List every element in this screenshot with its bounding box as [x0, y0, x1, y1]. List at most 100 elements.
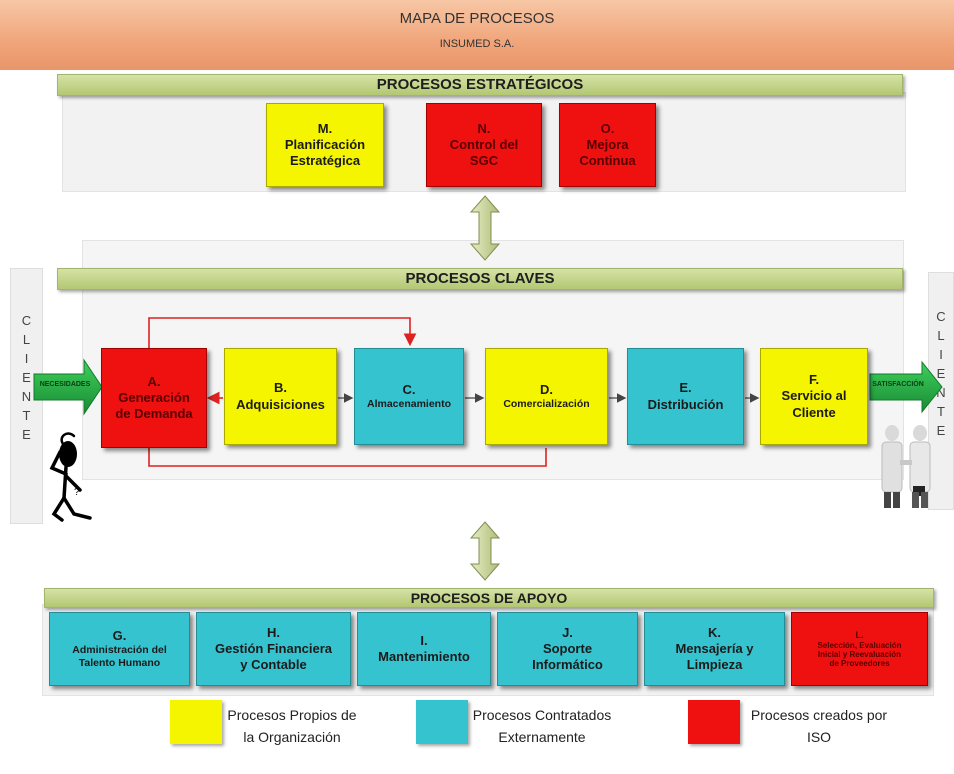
key-title-bar: PROCESOS CLAVES: [57, 268, 903, 290]
process-name-line: y Contable: [240, 657, 307, 673]
process-box-k: K. Mensajería y Limpieza: [644, 612, 785, 686]
output-arrow: [869, 360, 943, 414]
strategic-title-bar: PROCESOS ESTRATÉGICOS: [57, 74, 903, 96]
process-letter: E.: [679, 380, 692, 396]
process-box-b: B. Adquisiciones: [224, 348, 337, 445]
process-name-line: Mensajería y: [675, 640, 754, 656]
process-letter: G.: [112, 627, 127, 643]
process-name-line: Selección, Evaluación: [817, 640, 902, 650]
process-letter: N.: [477, 120, 491, 136]
legend-label-own: Procesos Propios de la Organización: [212, 704, 372, 748]
legend-swatch-cyan: [416, 700, 468, 744]
process-letter: A.: [147, 373, 161, 389]
process-letter: B.: [274, 380, 287, 396]
process-letter: D.: [540, 381, 553, 397]
legend-line: la Organización: [243, 729, 341, 745]
client-letter: C: [936, 309, 946, 324]
process-name-line: Control del: [449, 136, 519, 152]
client-letter: T: [937, 404, 945, 419]
process-name-line: Mantenimiento: [378, 649, 470, 664]
input-label: NECESIDADES: [39, 381, 91, 388]
client-letter: N: [21, 389, 32, 404]
process-letter: C.: [402, 381, 416, 397]
process-box-l: L. Selección, Evaluación Inicial y Reeva…: [791, 612, 928, 686]
client-letter: T: [22, 408, 31, 423]
process-name-line: SGC: [469, 153, 499, 169]
legend-line: Procesos Propios de: [227, 707, 357, 723]
process-letter: L.: [855, 629, 864, 640]
process-letter: J.: [562, 624, 573, 640]
legend-line: ISO: [806, 729, 832, 745]
process-box-f: F. Servicio al Cliente: [760, 348, 868, 445]
legend-label-iso: Procesos creados por ISO: [734, 704, 904, 748]
thinking-person-illustration: [49, 432, 92, 522]
process-name-line: Soporte: [542, 640, 593, 656]
process-name-line: Distribución: [647, 396, 724, 412]
process-name-line: de Demanda: [115, 406, 193, 422]
process-letter: H.: [267, 624, 280, 640]
process-name-line: de Proveedores: [829, 659, 890, 669]
client-letter: E: [936, 366, 946, 381]
process-name-line: Servicio al: [781, 388, 847, 404]
process-name-line: Administración del: [72, 644, 167, 656]
process-name-line: Inicial y Reevaluación: [817, 650, 902, 660]
client-letter: L: [937, 328, 945, 343]
client-letter: E: [936, 423, 946, 438]
process-name-line: Informático: [532, 657, 603, 673]
legend-swatch-yellow: [170, 700, 222, 744]
process-box-n: N. Control del SGC: [426, 103, 542, 187]
process-name-line: Talento Humano: [78, 657, 161, 670]
process-letter: O.: [600, 120, 615, 136]
process-box-a: A. Generación de Demanda: [101, 348, 207, 448]
process-name-line: Continua: [579, 153, 636, 169]
process-name-line: Comercialización: [503, 398, 590, 411]
legend-swatch-red: [688, 700, 740, 744]
process-name-line: Gestión Financiera: [214, 640, 333, 656]
process-letter: F.: [808, 372, 820, 388]
company-name: INSUMED S.A.: [439, 38, 515, 50]
process-name-line: Cliente: [792, 404, 836, 420]
header-banner: MAPA DE PROCESOS INSUMED S.A.: [0, 0, 954, 70]
process-box-h: H. Gestión Financiera y Contable: [196, 612, 351, 686]
question-mark: ?: [74, 487, 80, 498]
legend-line: Procesos Contratados: [472, 707, 612, 723]
process-box-c: C. Almacenamiento: [354, 348, 464, 445]
client-letter: C: [21, 313, 32, 328]
process-box-e: E. Distribución: [627, 348, 744, 445]
process-name-line: Limpieza: [686, 657, 743, 673]
process-letter: K.: [708, 624, 721, 640]
double-arrow-strategic-key: [469, 195, 501, 261]
handshake-illustration: [881, 425, 931, 508]
process-name-line: Adquisiciones: [236, 396, 325, 412]
process-box-i: I. Mantenimiento: [357, 612, 491, 686]
process-letter: M.: [317, 120, 333, 136]
output-label: SATISFACCIÓN: [872, 381, 924, 388]
process-name-line: Mejora: [586, 136, 629, 152]
client-letter: L: [22, 332, 31, 347]
legend-label-external: Procesos Contratados Externamente: [462, 704, 622, 748]
process-name-line: Estratégica: [289, 153, 361, 169]
client-letter: N: [936, 385, 946, 400]
process-box-d: D. Comercialización: [485, 348, 608, 445]
feedback-loop-bottom: [148, 448, 547, 467]
process-name-line: Planificación: [284, 136, 366, 152]
process-box-o: O. Mejora Continua: [559, 103, 656, 187]
process-box-m: M. Planificación Estratégica: [266, 103, 384, 187]
process-name-line: Almacenamiento: [366, 398, 452, 411]
double-arrow-key-support: [469, 521, 501, 581]
client-letter: I: [24, 351, 29, 366]
support-title-bar: PROCESOS DE APOYO: [44, 588, 934, 608]
process-letter: I.: [420, 632, 428, 648]
map-title: MAPA DE PROCESOS: [399, 10, 555, 27]
legend-line: Externamente: [498, 729, 586, 745]
process-box-j: J. Soporte Informático: [497, 612, 638, 686]
client-letter: I: [939, 347, 943, 362]
process-box-g: G. Administración del Talento Humano: [49, 612, 190, 686]
input-arrow: [33, 358, 103, 416]
process-name-line: Generación: [118, 389, 190, 405]
client-letter: E: [22, 427, 31, 442]
legend-line: Procesos creados por: [750, 707, 888, 723]
feedback-loop-top: [148, 317, 417, 348]
